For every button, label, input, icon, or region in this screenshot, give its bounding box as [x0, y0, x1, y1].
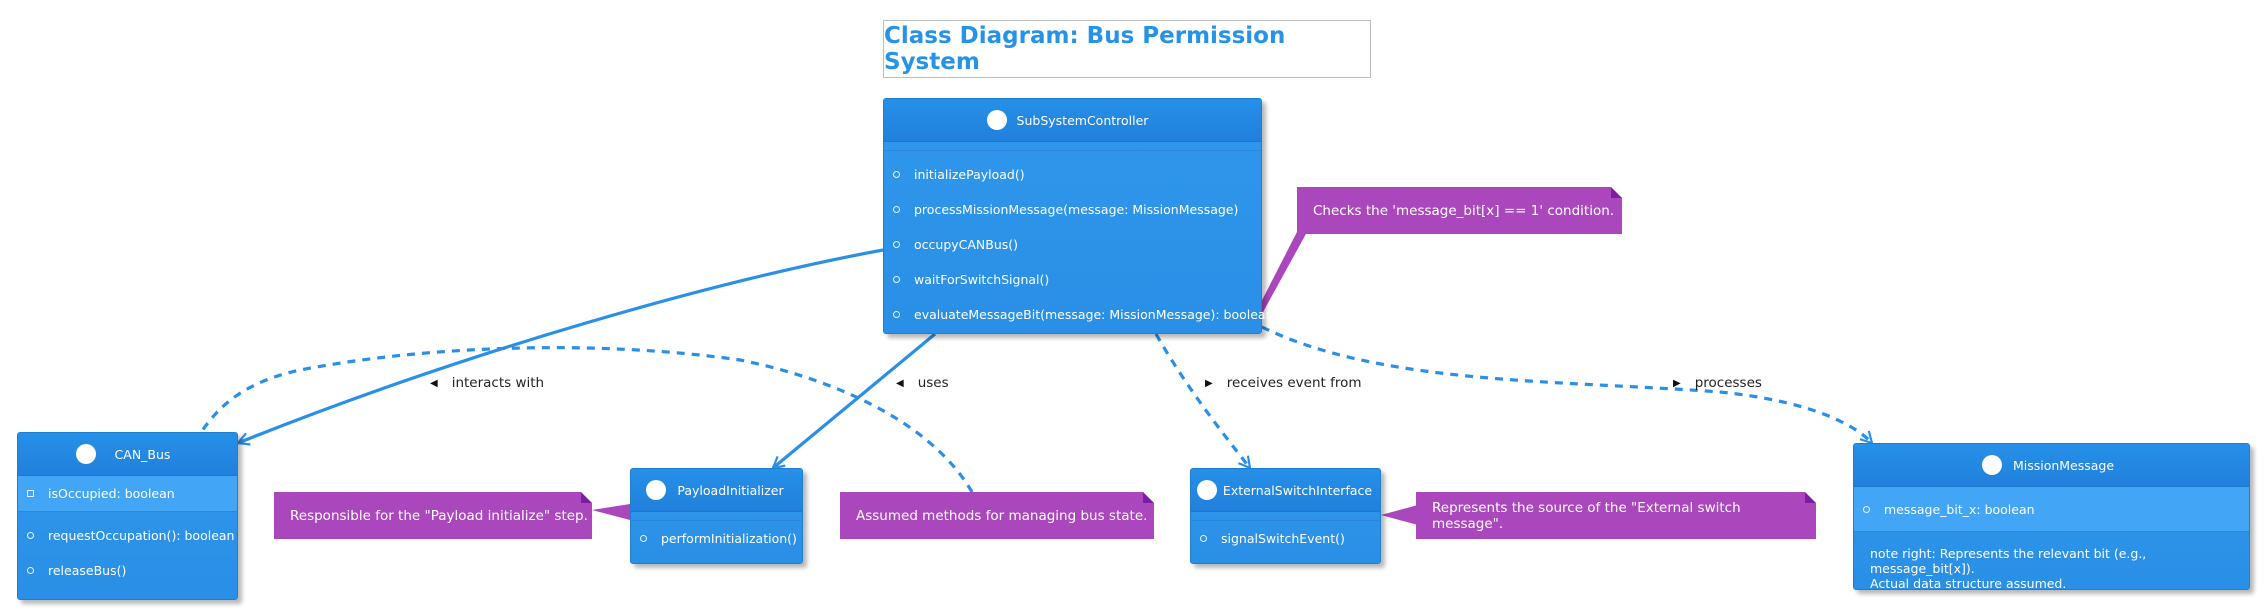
note-fold-icon — [1611, 187, 1622, 198]
note-external-switch: Represents the source of the "External s… — [1416, 492, 1816, 539]
class-circle-icon — [646, 480, 666, 500]
note-payload-initialize: Responsible for the "Payload initialize"… — [274, 492, 592, 539]
class-circle-icon — [1197, 480, 1217, 500]
class-empty-attributes — [631, 512, 802, 521]
class-header: MissionMessage — [1854, 444, 2249, 487]
inline-note-line: Actual data structure assumed. — [1870, 576, 2067, 591]
note-fold-icon — [1143, 492, 1154, 503]
class-subsystem-controller[interactable]: SubSystemController initializePayload() … — [883, 98, 1274, 334]
class-header: PayloadInitializer — [631, 469, 802, 512]
method-row: waitForSwitchSignal() — [884, 262, 1261, 297]
method-row: requestOccupation(): boolean — [18, 518, 237, 553]
attribute-row: message_bit_x: boolean — [1854, 487, 2249, 531]
class-circle-icon — [987, 110, 1007, 130]
public-visibility-icon — [27, 567, 34, 574]
method-row: evaluateMessageBit(message: MissionMessa… — [884, 297, 1274, 332]
method-row: performInitialization() — [631, 521, 802, 556]
note-connector-external — [1381, 505, 1418, 525]
class-empty-attributes — [884, 142, 1261, 151]
direction-right-icon: ▶ — [1673, 377, 1681, 389]
class-can-bus[interactable]: CAN_Bus isOccupied: boolean requestOccup… — [17, 432, 238, 600]
class-header: SubSystemController — [884, 99, 1261, 142]
public-visibility-icon — [640, 535, 647, 542]
attribute-row: isOccupied: boolean — [18, 476, 237, 511]
class-methods: signalSwitchEvent() — [1191, 521, 1380, 556]
direction-left-icon: ◀ — [896, 377, 904, 389]
class-mission-message[interactable]: MissionMessage message_bit_x: boolean no… — [1853, 443, 2250, 591]
class-name: CAN_Bus — [114, 446, 171, 462]
diagram-title: Class Diagram: Bus Permission System — [883, 20, 1371, 78]
public-visibility-icon — [893, 171, 900, 178]
class-inline-note: note right: Represents the relevant bit … — [1854, 532, 2249, 599]
public-visibility-icon — [893, 276, 900, 283]
method-row: occupyCANBus() — [884, 227, 1261, 262]
link-bus-state-note — [200, 346, 974, 493]
note-connector-evaluate — [1256, 230, 1307, 314]
method-row: processMissionMessage(message: MissionMe… — [884, 192, 1261, 227]
class-attributes: message_bit_x: boolean — [1854, 487, 2249, 532]
label-receives-event-from: ▶receives event from — [1205, 375, 1362, 391]
class-name: MissionMessage — [2012, 457, 2115, 473]
public-visibility-icon — [1863, 505, 1870, 513]
class-methods: requestOccupation(): boolean releaseBus(… — [18, 512, 237, 588]
class-header: ExternalSwitchInterface — [1191, 469, 1380, 512]
private-visibility-icon — [27, 490, 34, 497]
method-row: releaseBus() — [18, 553, 237, 588]
class-external-switch-interface[interactable]: ExternalSwitchInterface signalSwitchEven… — [1190, 468, 1381, 564]
note-evaluate-message-bit: Checks the 'message_bit[x] == 1' conditi… — [1297, 187, 1622, 234]
link-receives-event — [1154, 333, 1250, 468]
label-processes: ▶processes — [1673, 375, 1762, 391]
link-uses — [773, 332, 937, 468]
public-visibility-icon — [893, 241, 900, 248]
class-circle-icon — [76, 444, 96, 464]
class-name: PayloadInitializer — [677, 482, 784, 498]
direction-right-icon: ▶ — [1205, 377, 1213, 389]
class-empty-attributes — [1191, 512, 1380, 521]
label-uses: ◀uses — [896, 375, 949, 391]
class-circle-icon — [1982, 455, 2002, 475]
label-interacts-with: ◀interacts with — [430, 375, 545, 391]
method-row: signalSwitchEvent() — [1191, 521, 1380, 556]
class-methods: initializePayload() processMissionMessag… — [884, 151, 1274, 332]
note-fold-icon — [1805, 492, 1816, 503]
note-bus-state: Assumed methods for managing bus state. — [840, 492, 1154, 539]
direction-left-icon: ◀ — [430, 377, 438, 389]
link-processes — [1261, 325, 1872, 443]
inline-note-line: note right: Represents the relevant bit … — [1870, 546, 2147, 576]
note-connector-payload — [592, 504, 630, 520]
public-visibility-icon — [27, 532, 34, 539]
public-visibility-icon — [893, 311, 900, 318]
public-visibility-icon — [893, 206, 900, 213]
method-row: initializePayload() — [884, 157, 1261, 192]
class-attributes: isOccupied: boolean — [18, 476, 237, 512]
class-name: SubSystemController — [1016, 112, 1149, 128]
class-name: ExternalSwitchInterface — [1222, 482, 1373, 498]
class-methods: performInitialization() — [631, 521, 802, 556]
link-interacts-with — [238, 248, 884, 443]
note-fold-icon — [581, 492, 592, 503]
public-visibility-icon — [1200, 535, 1207, 542]
class-header: CAN_Bus — [18, 433, 237, 476]
class-payload-initializer[interactable]: PayloadInitializer performInitialization… — [630, 468, 803, 564]
